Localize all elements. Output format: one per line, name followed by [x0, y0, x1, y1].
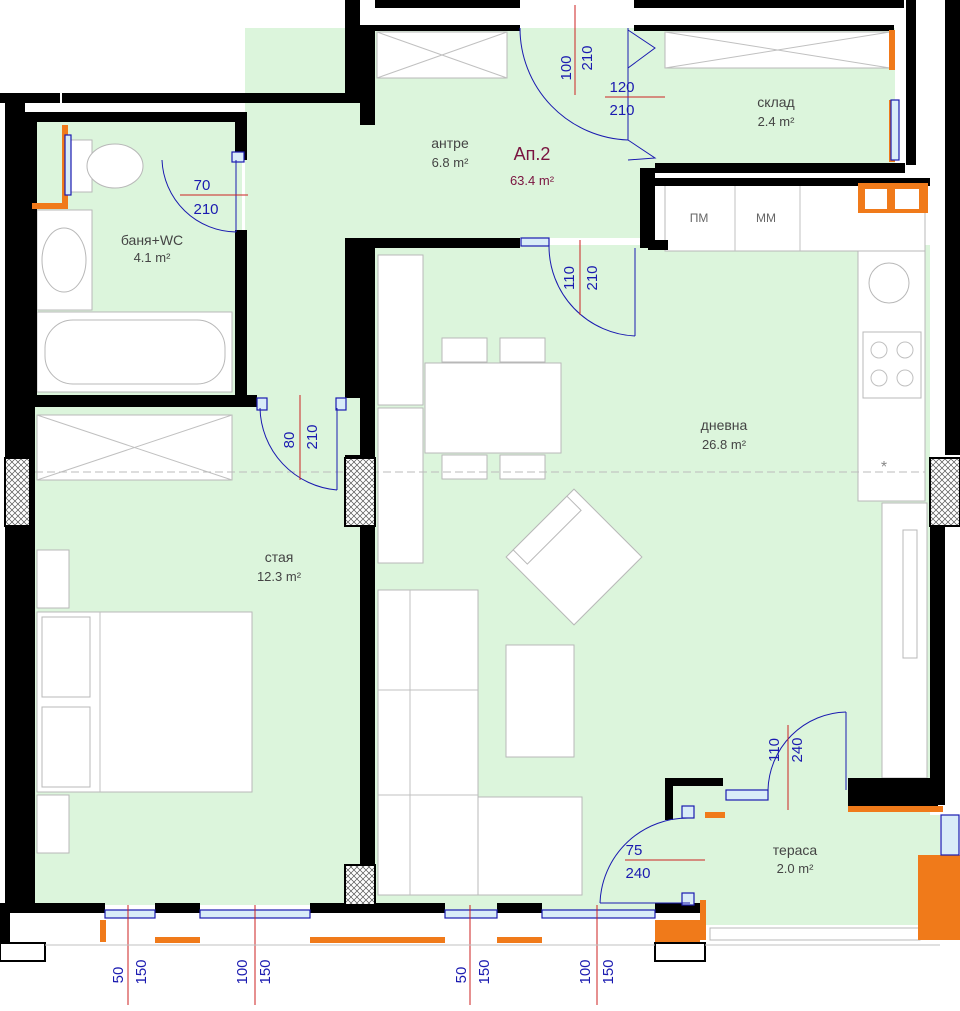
living-door-height: 210 — [584, 265, 601, 290]
room-living-name: дневна — [701, 417, 748, 433]
tv — [902, 529, 918, 659]
apartment-name: Ап.2 — [514, 144, 551, 164]
columns — [4, 457, 960, 906]
pillow-bottom — [41, 706, 91, 788]
column-left — [4, 457, 31, 527]
terrace-door-height: 240 — [625, 865, 650, 882]
coffee-table — [505, 644, 575, 758]
bedroom-door-width: 80 — [281, 432, 298, 449]
window-1-height: 150 — [133, 959, 150, 984]
entrance-door-height: 210 — [579, 45, 596, 70]
chair-2 — [499, 337, 546, 363]
window-1-width: 50 — [110, 967, 127, 984]
window-4-width: 100 — [577, 959, 594, 984]
room-bedroom-area: 12.3 m² — [257, 569, 302, 584]
storage-door — [627, 29, 657, 161]
terrace-furniture — [709, 927, 921, 941]
window-3-width: 50 — [453, 967, 470, 984]
washer-label: ММ — [756, 211, 776, 225]
pillow-top — [41, 616, 91, 698]
storage-door-width: 120 — [609, 79, 634, 96]
living-door-swing — [548, 245, 636, 337]
floor-terrace — [705, 815, 940, 925]
terrace-living-door-width: 110 — [766, 738, 783, 762]
apartment-area: 63.4 m² — [510, 173, 555, 188]
nightstand-bottom — [36, 794, 70, 854]
kitchen-vent-1 — [863, 187, 889, 211]
washbasin-bowl — [41, 227, 87, 293]
terrace-living-door-height: 240 — [789, 737, 806, 762]
armchair — [505, 488, 643, 626]
window-2-width: 100 — [234, 959, 251, 984]
room-antre-area: 6.8 m² — [432, 155, 470, 170]
room-bath-area: 4.1 m² — [134, 250, 172, 265]
walls — [0, 0, 960, 943]
chair-4 — [499, 454, 546, 480]
window-2-height: 150 — [257, 959, 274, 984]
ground-strip-right — [654, 942, 706, 962]
kitchen-vent-2 — [893, 187, 921, 211]
cooktop — [862, 331, 922, 399]
fridge-mark: * — [881, 459, 887, 476]
furniture: * — [36, 31, 928, 941]
floor-corridor — [245, 238, 360, 408]
window-3-height: 150 — [476, 959, 493, 984]
room-sklad-name: склад — [757, 94, 794, 110]
sink-bowl — [868, 262, 910, 304]
dishwasher-label: ПМ — [690, 211, 709, 225]
bath-door-width: 70 — [194, 177, 211, 194]
column-bottom — [344, 864, 376, 906]
terrace-living-door-swing — [767, 711, 847, 791]
bath-door-swing — [161, 159, 237, 233]
door-swings — [161, 27, 847, 904]
bath-door-height: 210 — [193, 201, 218, 218]
window-4-height: 150 — [600, 959, 617, 984]
living-shelf-top — [377, 254, 424, 406]
chair-1 — [441, 337, 488, 363]
room-bath-name: баня+WC — [121, 232, 183, 248]
terrace-door-swing — [599, 817, 691, 904]
sofa — [377, 589, 479, 896]
entrance-door-width: 100 — [558, 55, 575, 80]
entrance-door-swing — [519, 27, 629, 141]
dimension-lines — [127, 5, 789, 1005]
living-shelf-bottom — [377, 407, 424, 564]
room-living-area: 26.8 m² — [702, 437, 747, 452]
chair-3 — [441, 454, 488, 480]
bedroom-door-swing — [259, 407, 338, 491]
room-terrace-area: 2.0 m² — [777, 861, 815, 876]
column-right — [929, 457, 960, 527]
room-terrace-name: тераса — [773, 842, 818, 858]
ground-strip-left — [0, 942, 46, 962]
nightstand-top — [36, 549, 70, 609]
terrace-door-width: 75 — [626, 842, 643, 859]
toilet-bowl — [86, 143, 144, 189]
dining-table — [424, 362, 562, 454]
sofa-chaise — [477, 796, 583, 896]
bathtub-inner — [44, 319, 226, 385]
room-sklad-area: 2.4 m² — [758, 114, 796, 129]
living-door-width: 110 — [561, 266, 578, 290]
storage-door-height: 210 — [609, 102, 634, 119]
room-bedroom-name: стая — [265, 549, 294, 565]
room-antre-name: антре — [431, 135, 469, 151]
bedroom-door-height: 210 — [304, 424, 321, 449]
column-mid — [344, 457, 376, 527]
